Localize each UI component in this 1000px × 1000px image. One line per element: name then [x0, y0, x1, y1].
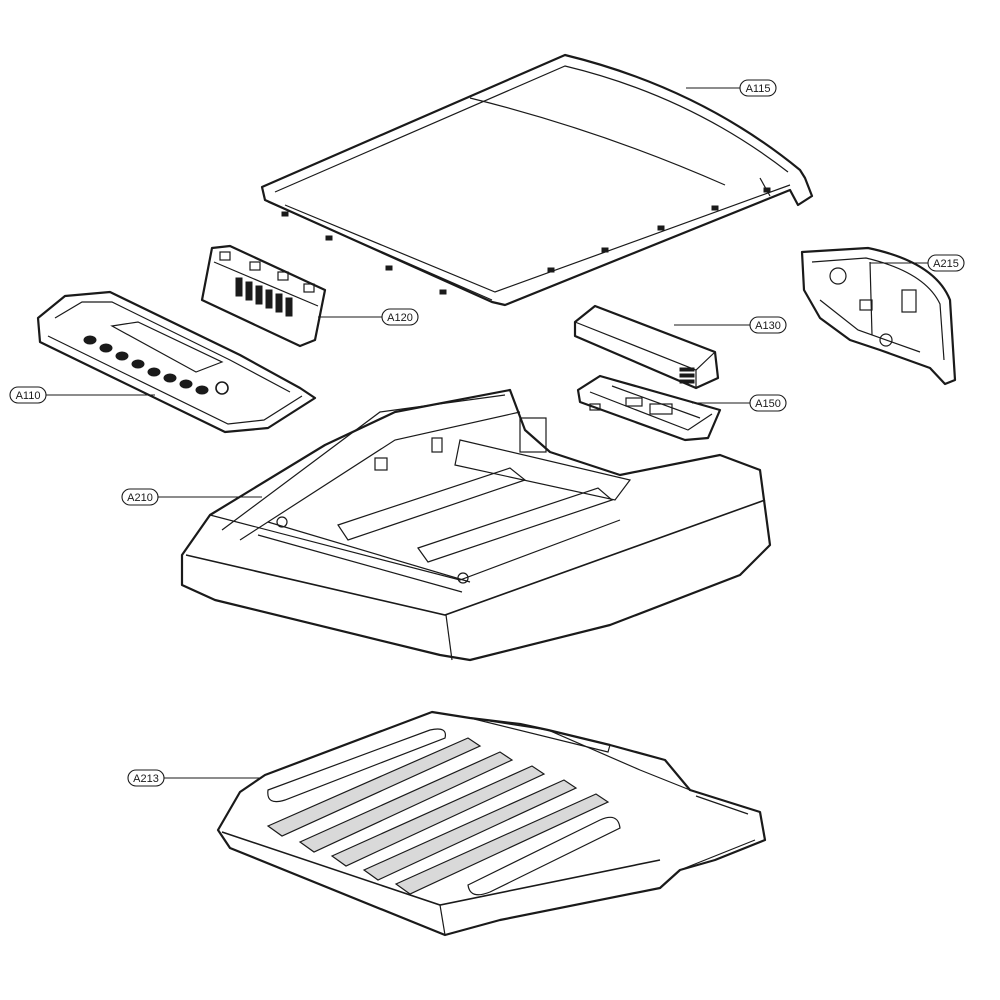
label-a210: A210	[127, 492, 153, 504]
label-a115: A115	[746, 83, 771, 95]
label-a130: A130	[755, 320, 781, 332]
part-a115-top-lid[interactable]	[260, 53, 814, 307]
callout-a115: A115	[686, 79, 777, 97]
callout-a213: A213	[127, 769, 262, 787]
part-a110-control-panel[interactable]	[36, 290, 317, 434]
part-a213-base-tray[interactable]	[216, 710, 767, 937]
label-a213: A213	[133, 773, 159, 785]
part-a130-control-module[interactable]	[573, 304, 720, 390]
callout-a110: A110	[9, 386, 155, 404]
callout-a215: A215	[870, 254, 965, 272]
part-a120-display-pcb[interactable]	[200, 244, 327, 348]
part-a215-side-bracket[interactable]	[800, 246, 957, 386]
callout-a120: A120	[318, 308, 419, 326]
label-a110: A110	[16, 390, 41, 402]
callout-a130: A130	[674, 316, 787, 334]
label-a215: A215	[933, 258, 959, 270]
callout-a210: A210	[121, 488, 262, 506]
label-a150: A150	[755, 398, 781, 410]
callout-a150: A150	[692, 394, 787, 412]
label-a120: A120	[387, 312, 413, 324]
part-a150-module-cover[interactable]	[576, 374, 722, 442]
part-a210-top-frame[interactable]	[180, 388, 772, 662]
